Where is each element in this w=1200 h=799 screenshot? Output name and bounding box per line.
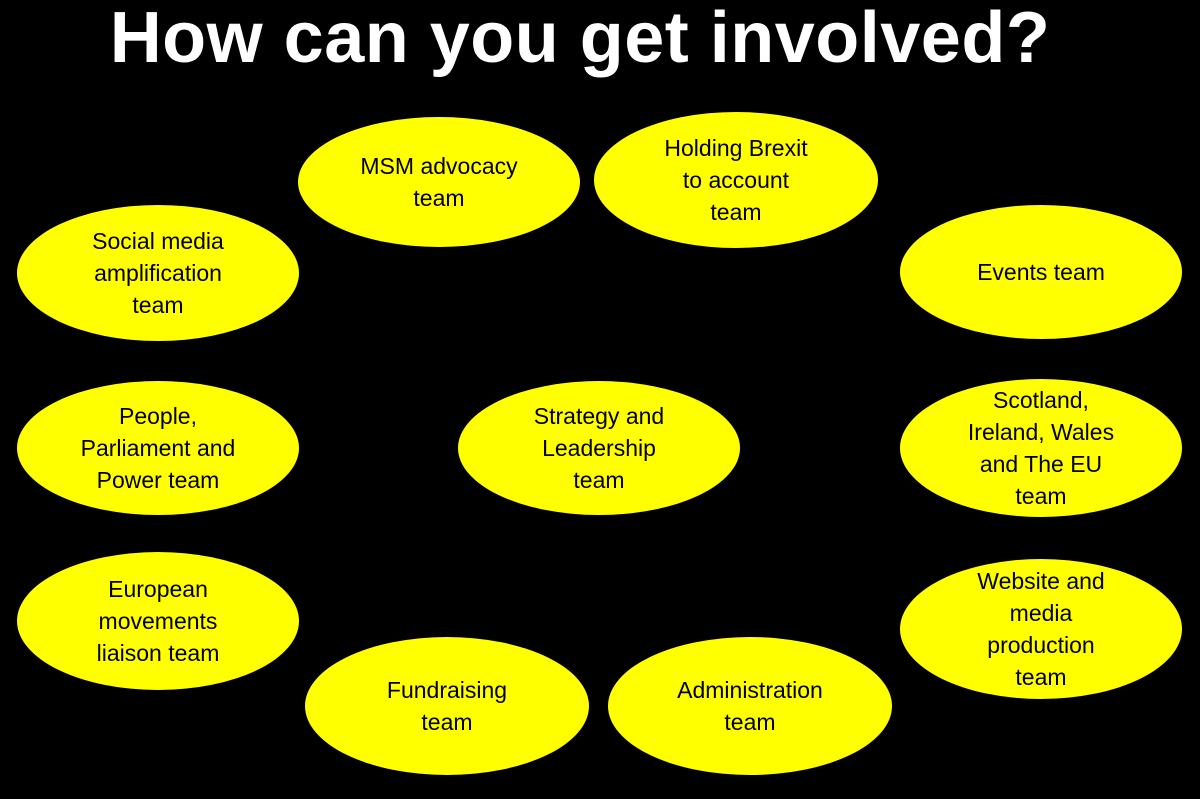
events-team-node: Events team <box>900 205 1182 339</box>
fundraising-team-label: Fundraising team <box>386 677 508 735</box>
holding-brexit-to-account-team-label: Holding Brexit to account team <box>664 135 808 225</box>
scotland-ireland-wales-eu-team-label: Scotland, Ireland, Wales and The EU team <box>967 387 1115 509</box>
people-parliament-power-team-node: People, Parliament and Power team <box>17 381 299 515</box>
european-movements-liaison-team-node: European movements liaison team <box>17 552 299 690</box>
page-title: How can you get involved? <box>109 0 1051 78</box>
social-media-amplification-team-node: Social media amplification team <box>17 205 299 341</box>
website-media-production-team-node: Website and media production team <box>900 559 1182 699</box>
website-media-production-team-label: Website and media production team <box>977 568 1105 690</box>
holding-brexit-to-account-team-node: Holding Brexit to account team <box>594 112 878 248</box>
scotland-ireland-wales-eu-team-node: Scotland, Ireland, Wales and The EU team <box>900 379 1182 517</box>
administration-team-label: Administration team <box>677 677 823 735</box>
strategy-leadership-team-node: Strategy and Leadership team <box>458 381 740 515</box>
european-movements-liaison-team-label: European movements liaison team <box>96 576 220 666</box>
fundraising-team-node: Fundraising team <box>305 637 589 775</box>
administration-team-node: Administration team <box>608 637 892 775</box>
msm-advocacy-team-label: MSM advocacy team <box>360 153 518 211</box>
msm-advocacy-team-node: MSM advocacy team <box>298 117 580 247</box>
social-media-amplification-team-label: Social media amplification team <box>92 228 224 318</box>
strategy-leadership-team-label: Strategy and Leadership team <box>533 403 665 493</box>
events-team-label: Events team <box>977 259 1105 285</box>
people-parliament-power-team-label: People, Parliament and Power team <box>80 403 236 493</box>
